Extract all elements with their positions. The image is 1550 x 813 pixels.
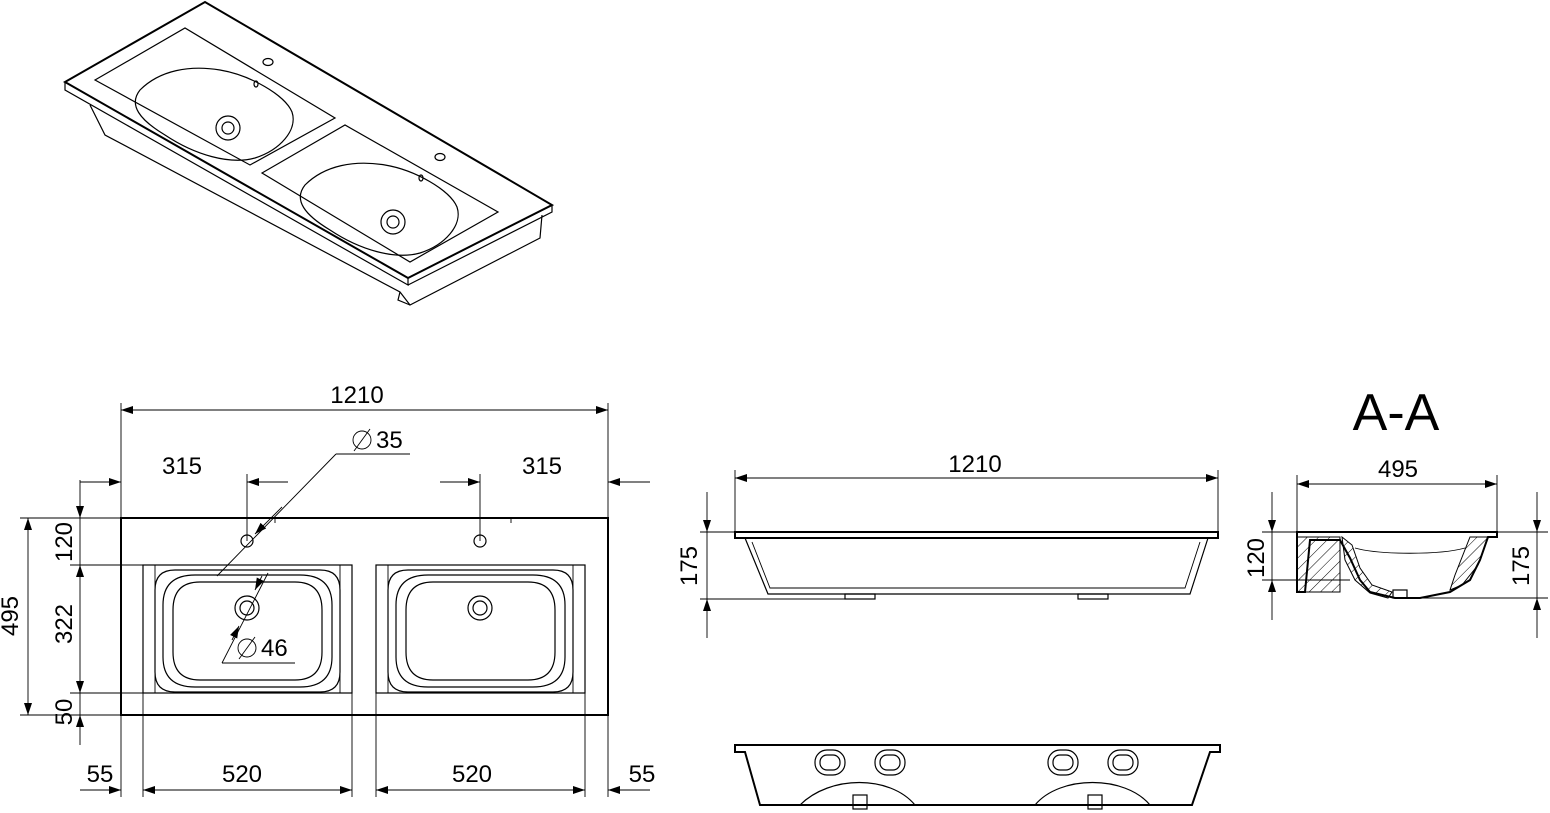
dim-section-inner-height: 120 <box>1243 538 1270 578</box>
top-view-dimensions: 1210 315 315 35 46 495 <box>0 382 655 797</box>
dim-drain-diameter: 46 <box>261 635 288 662</box>
dim-section-depth: 495 <box>1378 456 1418 483</box>
dim-hole-offset-right: 315 <box>522 453 562 480</box>
isometric-view <box>62 0 555 306</box>
dim-bowl-depth: 322 <box>51 604 78 644</box>
dim-rim-depth: 120 <box>51 522 78 562</box>
dim-front-width: 1210 <box>948 451 1001 478</box>
dim-hole-offset-left: 315 <box>162 453 202 480</box>
dim-side-margin-right: 55 <box>629 761 656 788</box>
dim-overall-depth: 495 <box>0 596 24 636</box>
dim-faucet-hole-diameter: 35 <box>376 427 403 454</box>
section-view <box>1296 531 1498 599</box>
dim-front-margin: 50 <box>51 699 78 726</box>
section-title: A-A <box>1353 384 1440 442</box>
top-view <box>120 517 609 716</box>
dim-overall-width: 1210 <box>330 382 383 409</box>
dim-bowl-width-left: 520 <box>222 761 262 788</box>
dim-front-height: 175 <box>676 546 703 586</box>
dim-side-margin-left: 55 <box>87 761 114 788</box>
front-view-dimensions: 1210 175 <box>676 451 1219 638</box>
section-dimensions: 495 120 175 <box>1243 456 1548 638</box>
front-view <box>734 531 1219 600</box>
dim-section-height: 175 <box>1508 546 1535 586</box>
bottom-view <box>734 744 1221 810</box>
dim-bowl-width-right: 520 <box>452 761 492 788</box>
